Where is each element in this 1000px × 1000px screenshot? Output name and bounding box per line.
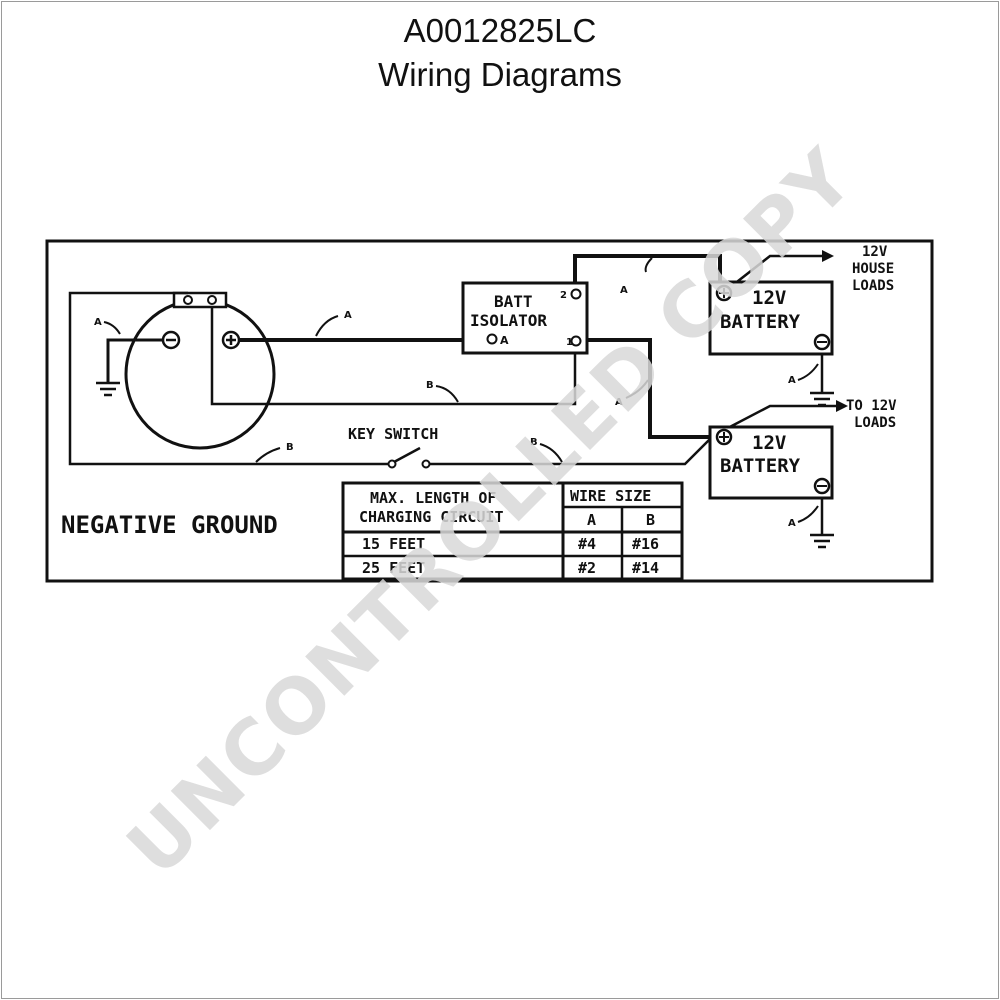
table-row-wire-a: #2 [578,559,596,577]
negative-ground-label: NEGATIVE GROUND [61,511,278,539]
ground-symbol-icon [96,381,120,397]
table-row-wire-b: #16 [632,535,659,553]
alternator-positive-terminal-icon [221,330,241,350]
battery-negative-terminal-icon [813,477,831,495]
house-loads-label-line3: LOADS [852,278,894,294]
isolator-terminal-a: A [500,334,509,347]
wire-label-a: A [344,310,352,321]
isolator-terminal-1: 1 [566,337,573,348]
wire-label-b: B [286,442,294,453]
battery-bottom-voltage: 12V [752,432,786,454]
table-subheader-a: A [587,511,596,529]
table-header-length-line1: MAX. LENGTH OF [370,489,496,507]
alternator [124,291,276,450]
wire-label-a: A [788,518,796,529]
to-loads-label-line1: TO 12V [846,398,897,414]
wire-label-a: A [615,397,623,408]
table-subheader-b: B [646,511,655,529]
table-row-wire-a: #4 [578,535,596,553]
isolator-label-line1: BATT [494,292,533,311]
key-switch-label: KEY SWITCH [348,425,438,443]
to-loads-arrow-icon [836,400,848,412]
to-loads-label-line2: LOADS [854,415,896,431]
isolator-terminal-2: 2 [560,290,567,301]
page-subtitle: Wiring Diagrams [378,56,622,93]
battery-positive-terminal-icon [715,428,733,446]
wire-labels: A A B B B A A A A [94,257,819,529]
isolator-label-line2: ISOLATOR [470,311,547,330]
house-loads-label-line1: 12V [862,244,888,260]
diagram-border [45,239,934,583]
battery-top [708,280,834,356]
part-number-title: A0012825LC [403,12,597,49]
alternator-negative-terminal-icon [161,330,181,350]
table-row-length: 25 FEET [362,559,425,577]
house-loads-arrow-icon [822,250,834,262]
battery-isolator [461,281,589,355]
wire-size-table [341,481,684,581]
wire-label-a: A [788,375,796,386]
battery-bottom-label: BATTERY [720,455,801,477]
table-header-wire-size: WIRE SIZE [570,487,651,505]
table-row-length: 15 FEET [362,535,425,553]
battery-positive-terminal-icon [715,284,733,302]
table-row-wire-b: #14 [632,559,659,577]
battery-top-label: BATTERY [720,311,801,333]
battery-bottom [708,425,834,500]
wire-label-a: A [620,285,628,296]
wire-label-b: B [426,380,434,391]
table-header-length-line2: CHARGING CIRCUIT [359,508,504,526]
battery-top-voltage: 12V [752,287,786,309]
ground-symbol-icon [810,533,834,549]
wire-label-b: B [530,437,538,448]
ground-symbol-icon [810,391,834,407]
house-loads-label-line2: HOUSE [852,261,894,277]
battery-negative-terminal-icon [813,333,831,351]
key-switch [387,446,431,469]
wire-label-a: A [94,317,102,328]
wires [68,254,840,534]
